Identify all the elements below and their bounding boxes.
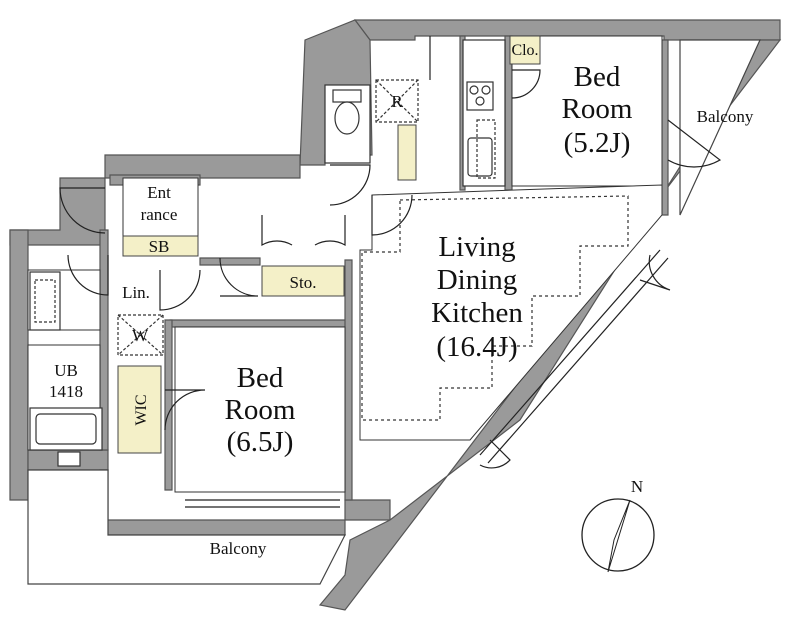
- bedroom-small-size: (5.2J): [564, 127, 631, 159]
- bedroom-small-label: Room: [562, 93, 633, 125]
- room-labels: Bed Room (6.5J) Bed Room (5.2J) Living D…: [49, 42, 754, 558]
- ldk-label: Dining: [437, 264, 518, 296]
- ldk-dashed-outline: [361, 195, 629, 421]
- toilet-door: [329, 164, 371, 206]
- closet-door-l: [261, 215, 293, 247]
- closet-door-r: [314, 215, 346, 247]
- bedroom-small-label: Bed: [574, 61, 621, 93]
- hall-door: [371, 194, 413, 236]
- balconies: [27, 39, 761, 585]
- sliding-window-east: [639, 254, 671, 291]
- doors: [59, 36, 722, 508]
- fixtures: [29, 39, 629, 467]
- ldk-size: (16.4J): [436, 331, 517, 363]
- washer-label: W: [132, 326, 149, 345]
- bedroom-main-size: (6.5J): [227, 426, 294, 458]
- sliding-window-south: [479, 439, 511, 469]
- refrigerator-label: R: [391, 92, 403, 111]
- compass-north-label: N: [631, 477, 643, 496]
- bath-size: 1418: [49, 382, 83, 401]
- storage-areas: [117, 35, 541, 454]
- ldk-label: Kitchen: [431, 297, 523, 329]
- closet-label: Clo.: [511, 42, 538, 59]
- wic-door: [164, 389, 206, 431]
- linen-label: Lin.: [122, 283, 150, 302]
- balcony-south-label: Balcony: [210, 539, 267, 558]
- storage-label: Sto.: [290, 273, 317, 292]
- compass: N: [581, 477, 655, 573]
- entrance-label: rance: [141, 205, 178, 224]
- bath-door: [67, 254, 109, 296]
- bedroom-small-door: [511, 69, 541, 99]
- bath-label: UB: [54, 361, 78, 380]
- wic-label: WIC: [133, 394, 150, 425]
- linen-door: [159, 269, 201, 311]
- shoe-box-label: SB: [149, 237, 170, 256]
- ldk-label: Living: [438, 231, 515, 263]
- entrance-label: Ent: [147, 183, 171, 202]
- balcony-east-label: Balcony: [697, 107, 754, 126]
- bedroom-main-label: Room: [225, 394, 296, 426]
- bedroom-main-label: Bed: [237, 362, 284, 394]
- balcony-door-east: [667, 119, 722, 168]
- storage-door: [219, 257, 259, 297]
- refrigerator-space: [375, 79, 419, 123]
- entrance-door: [59, 187, 106, 234]
